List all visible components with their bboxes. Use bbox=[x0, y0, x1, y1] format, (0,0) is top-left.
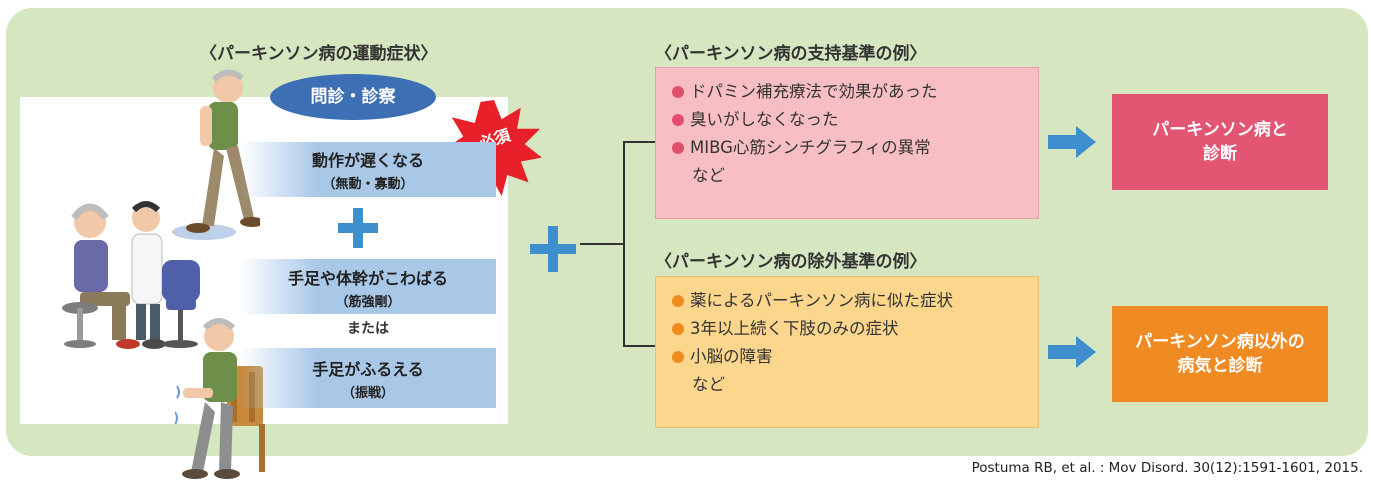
symptom-rigidity-label: 手足や体幹がこわばる bbox=[287, 269, 448, 288]
supportive-item: MIBG心筋シンチグラフィの異常 bbox=[672, 134, 1038, 162]
exclusion-criteria-box: 薬によるパーキンソン病に似た症状 3年以上続く下肢のみの症状 小脳の障害 など bbox=[655, 276, 1039, 428]
supportive-criteria-box: ドパミン補充療法で効果があった 臭いがしなくなった MIBG心筋シンチグラフィの… bbox=[655, 67, 1039, 219]
bullet-icon bbox=[672, 295, 684, 307]
interview-examination-pill: 問診・診察 bbox=[270, 74, 436, 120]
symptom-bradykinesia: 動作が遅くなる （無動・寡動） bbox=[240, 142, 496, 197]
pd-diagnosis-result: パーキンソン病と診断 bbox=[1112, 94, 1328, 190]
bullet-icon bbox=[672, 323, 684, 335]
exclusion-item: 3年以上続く下肢のみの症状 bbox=[672, 315, 1038, 343]
doctor-and-patient-illustration bbox=[62, 201, 200, 349]
center-plus-icon bbox=[530, 226, 576, 272]
symptom-bradykinesia-term: （無動・寡動） bbox=[322, 177, 414, 192]
exclusion-criteria-heading: 〈パーキンソン病の除外基準の例〉 bbox=[655, 252, 927, 272]
symptom-rigidity: 手足や体幹がこわばる （筋強剛） bbox=[240, 259, 496, 314]
symptom-tremor-label: 手足がふるえる bbox=[312, 360, 424, 379]
bullet-icon bbox=[672, 86, 684, 98]
bullet-icon bbox=[672, 114, 684, 126]
supportive-item: ドパミン補充療法で効果があった bbox=[672, 78, 1038, 106]
supportive-etc: など bbox=[692, 166, 725, 185]
exclusion-item: 薬によるパーキンソン病に似た症状 bbox=[672, 287, 1038, 315]
exclusion-item: 小脳の障害 bbox=[672, 343, 1038, 371]
symptom-bradykinesia-label: 動作が遅くなる bbox=[311, 151, 424, 170]
other-disease-result: パーキンソン病以外の病気と診断 bbox=[1112, 306, 1328, 402]
exclusion-etc: など bbox=[692, 375, 725, 394]
pd-result-line2: 診断 bbox=[1203, 144, 1237, 164]
supportive-criteria-heading: 〈パーキンソン病の支持基準の例〉 bbox=[655, 44, 927, 64]
bullet-icon bbox=[672, 351, 684, 363]
motor-symptoms-heading: 〈パーキンソン病の運動症状〉 bbox=[200, 44, 438, 64]
or-label: または bbox=[347, 321, 389, 337]
symptom-tremor: 手足がふるえる （振戦） bbox=[240, 348, 496, 408]
other-result-line1: パーキンソン病以外の bbox=[1135, 332, 1305, 352]
symptom-tremor-term: （振戦） bbox=[341, 386, 394, 401]
arrow-right-icon bbox=[1048, 126, 1096, 158]
symptom-rigidity-term: （筋強剛） bbox=[335, 295, 401, 310]
citation: Postuma RB, et al. : Mov Disord. 30(12):… bbox=[971, 460, 1363, 476]
bullet-icon bbox=[672, 142, 684, 154]
arrow-right-icon bbox=[1048, 336, 1096, 368]
branch-bracket bbox=[580, 141, 656, 347]
plus-icon bbox=[338, 208, 378, 248]
supportive-item: 臭いがしなくなった bbox=[672, 106, 1038, 134]
other-result-line2: 病気と診断 bbox=[1177, 356, 1263, 376]
pd-result-line1: パーキンソン病と bbox=[1152, 120, 1288, 140]
